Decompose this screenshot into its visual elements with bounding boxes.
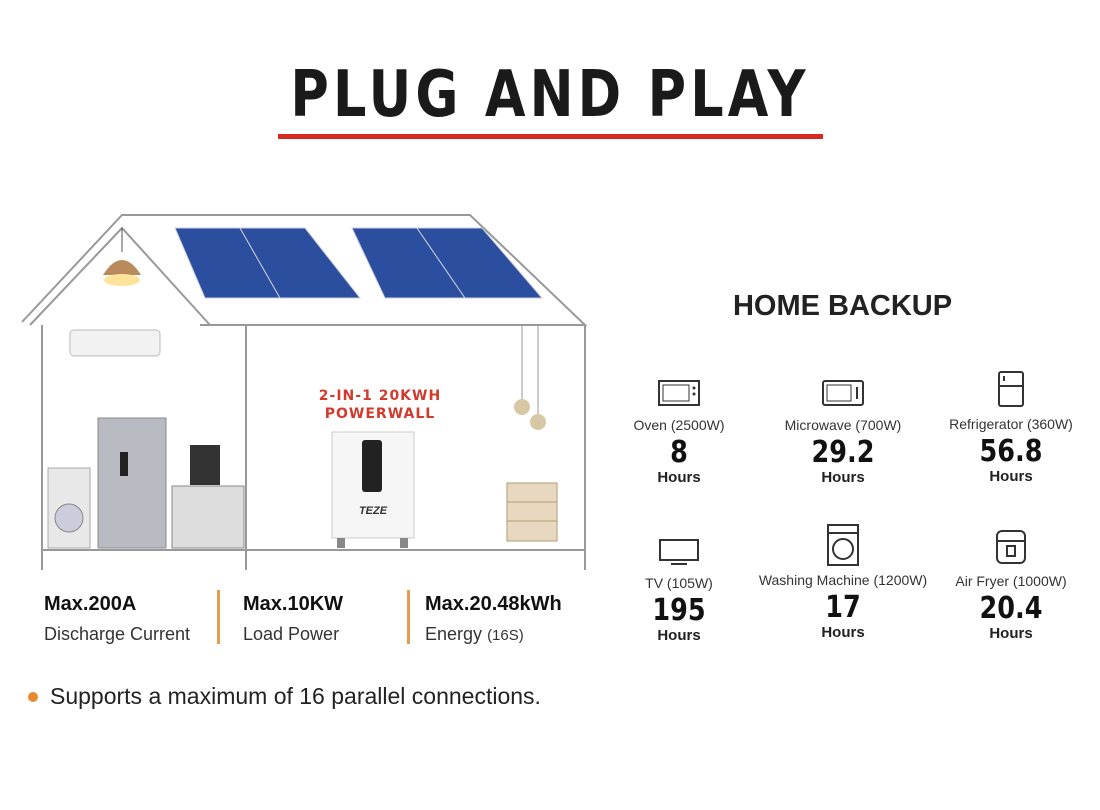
ceiling-lamp xyxy=(103,260,141,275)
page-title: PLUG AND PLAY xyxy=(290,58,810,132)
stat-discharge: Max.200A Discharge Current xyxy=(44,593,191,644)
microwave-icon xyxy=(822,380,864,406)
oven-icon xyxy=(658,380,700,406)
refrigerator xyxy=(97,417,167,549)
house-illustration: TEZE xyxy=(21,214,588,570)
refrigerator-icon xyxy=(998,371,1024,407)
appliance-tv: TV (105W) 195 Hours xyxy=(589,533,769,644)
title-underline xyxy=(278,134,823,139)
product-name-line2: POWERWALL xyxy=(324,406,436,422)
solar-panels xyxy=(174,227,544,299)
appliance-washing-machine: Washing Machine (1200W) 17 Hours xyxy=(753,522,933,641)
air-conditioner xyxy=(69,329,161,357)
product-name-line1: 2-IN-1 20KWH xyxy=(318,388,442,404)
dishwasher xyxy=(171,485,245,549)
air-fryer-icon xyxy=(996,530,1026,564)
appliance-refrigerator: Refrigerator (360W) 56.8 Hours xyxy=(921,368,1100,485)
separator xyxy=(407,590,410,644)
stat-energy: Max.20.48kWh Energy (16S) xyxy=(425,593,562,644)
appliance-microwave: Microwave (700W) 29.2 Hours xyxy=(753,375,933,486)
stat-load-power: Max.10KW Load Power xyxy=(243,593,344,644)
tv-icon xyxy=(659,539,699,565)
brand-logo: TEZE xyxy=(359,505,388,517)
coffee-machine xyxy=(190,445,220,485)
washing-machine-icon xyxy=(827,524,859,566)
home-backup-title: HOME BACKUP xyxy=(732,290,953,322)
parallel-note: Supports a maximum of 16 parallel connec… xyxy=(28,683,541,710)
dresser xyxy=(506,482,558,542)
appliance-air-fryer: Air Fryer (1000W) 20.4 Hours xyxy=(921,527,1100,642)
appliance-oven: Oven (2500W) 8 Hours xyxy=(589,375,769,486)
bullet-icon xyxy=(28,691,38,702)
separator xyxy=(217,590,220,644)
